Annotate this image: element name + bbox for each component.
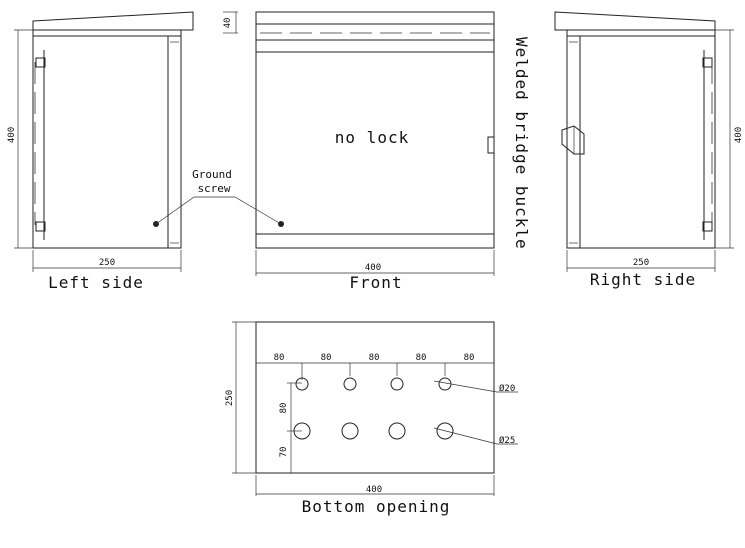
right-hinge-top	[702, 57, 713, 68]
bottom-opening-view: 250 80 80 80 80 80 80 70 Ø20 Ø25	[225, 321, 518, 516]
front-latch	[487, 136, 495, 154]
right-hinge-bottom	[702, 221, 713, 232]
left-side-label: Left side	[48, 273, 144, 292]
bottom-width-dim: 400	[366, 485, 382, 495]
hole-large-3	[388, 422, 406, 440]
left-hinge-bottom	[35, 221, 46, 232]
hole-small-1	[295, 377, 309, 391]
right-roof	[554, 11, 716, 31]
spacing-dim-1: 80	[274, 353, 285, 363]
hole-small-3	[390, 377, 404, 391]
bottom-plate	[255, 321, 495, 474]
left-height-dim: 400	[7, 127, 17, 143]
hole-large-2	[341, 422, 359, 440]
bottom-depth-dim: 250	[225, 390, 235, 406]
right-width-dim: 250	[633, 258, 649, 268]
front-roof	[255, 11, 495, 53]
ground-screw-label-2: screw	[197, 182, 230, 195]
spacing-dim-4: 80	[416, 353, 427, 363]
row-offset-dim: 70	[279, 447, 289, 458]
right-height-dim: 400	[734, 127, 744, 143]
welded-bridge-buckle-note: Welded bridge buckle	[512, 37, 531, 250]
hole-small-2	[343, 377, 357, 391]
row-gap-dim: 80	[279, 403, 289, 414]
hole-large-callout: Ø25	[499, 435, 515, 446]
bottom-opening-label: Bottom opening	[302, 497, 451, 516]
left-width-dim: 250	[99, 258, 115, 268]
hole-large-1	[293, 422, 311, 440]
spacing-dim-2: 80	[321, 353, 332, 363]
right-side-view: 400 250 Right side	[554, 11, 744, 289]
spacing-dim-3: 80	[369, 353, 380, 363]
left-roof	[32, 11, 194, 31]
hole-large-4	[436, 422, 454, 440]
right-side-label: Right side	[590, 270, 696, 289]
no-lock-note: no lock	[335, 128, 409, 147]
front-width-dim: 400	[365, 263, 381, 273]
front-label: Front	[349, 273, 402, 292]
front-roof-dim: 40	[223, 18, 233, 29]
ground-screw-label-1: Ground	[192, 168, 232, 181]
welded-bridge-buckle	[561, 125, 585, 155]
left-side-view: 400 250 Left side	[7, 11, 194, 292]
hole-small-callout: Ø20	[499, 383, 515, 394]
left-body-outline	[32, 29, 182, 249]
left-hinge-top	[35, 57, 46, 68]
spacing-dim-5: 80	[464, 353, 475, 363]
front-view: no lock 40 400 Front	[223, 11, 495, 292]
right-body-outline	[566, 29, 716, 249]
front-door	[255, 51, 495, 249]
ground-screw-callout: Ground screw	[155, 168, 282, 225]
